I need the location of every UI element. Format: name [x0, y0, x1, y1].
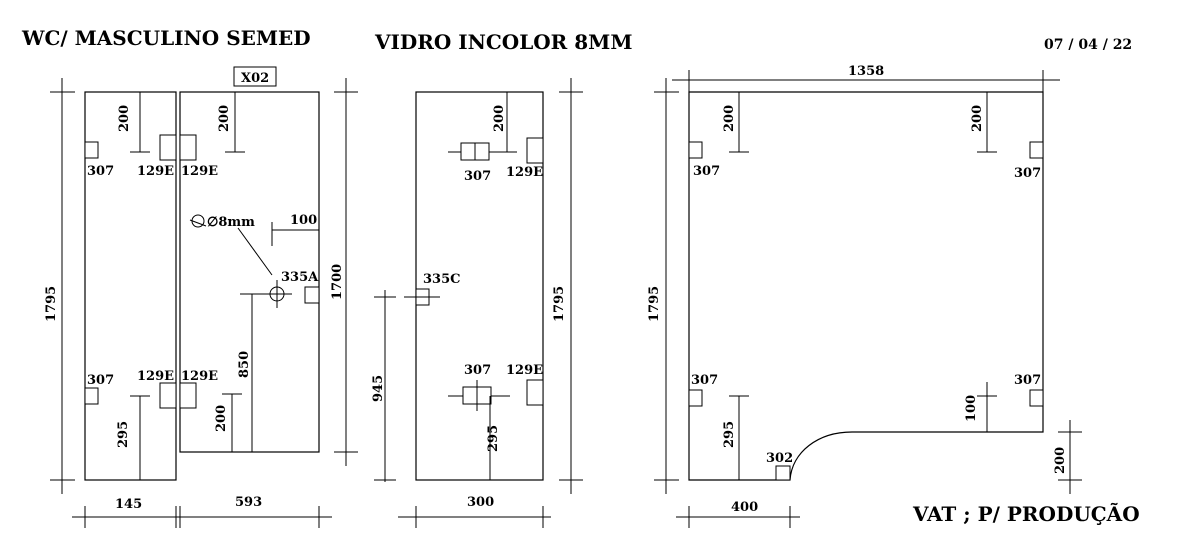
hw-129e-top-label: 129E	[506, 165, 543, 180]
door-bottom-offset-label: 200	[214, 405, 229, 432]
hw-129e-bottom-label: 129E	[506, 363, 543, 378]
hw-129e-door-bottom-label: 129E	[181, 369, 218, 384]
hw-335c-label: 335C	[423, 272, 460, 287]
total-height-label: 1795	[44, 286, 59, 322]
door-top-offset-label: 200	[217, 105, 232, 132]
panel-tag-label: X02	[241, 71, 269, 86]
hw-307-top-left-label: 307	[693, 164, 720, 179]
handle-offset-label: 100	[290, 213, 317, 228]
title-left: WC/ MASCULINO SEMED	[21, 26, 311, 50]
hw-307-bottom-label: 307	[464, 363, 491, 378]
panel-3-bottom-right-offset-label: 100	[964, 395, 979, 422]
panel-3-top-left-offset-label: 200	[722, 105, 737, 132]
title-center: VIDRO INCOLOR 8MM	[374, 30, 632, 54]
panel-3-bottom-left-offset-label: 295	[722, 421, 737, 448]
clamp-129e-top	[526, 137, 544, 164]
panel-2-lock-height-label: 945	[371, 375, 386, 402]
fixed-width-label: 145	[115, 497, 142, 512]
date-label: 07 / 04 / 22	[1044, 37, 1132, 53]
panel-2-outline	[415, 91, 544, 481]
footer-note: VAT ; P/ PRODUÇÃO	[912, 502, 1140, 526]
corner-302	[775, 465, 791, 481]
dimension-widths: 145 593	[72, 495, 332, 528]
fixed-panel-outline	[84, 91, 177, 481]
clamp-129e-fixed-bottom	[159, 382, 177, 409]
panel-3-top-right-offset-label: 200	[970, 105, 985, 132]
panel-3-outline	[688, 91, 1044, 481]
panel-2-height-label: 1795	[552, 286, 567, 322]
panel-3-notch-height-label: 200	[1053, 447, 1068, 474]
panel-group-1: X02 1795 1700 145 593 200	[44, 66, 358, 528]
hole-leader-line	[237, 227, 273, 276]
hw-307-top-label: 307	[464, 169, 491, 184]
panel-2-top-offset-label: 200	[492, 105, 507, 132]
panel-group-3: 302 1358 1795 400 200 200 200 307 307	[647, 64, 1082, 528]
panel-2-width-label: 300	[467, 495, 494, 510]
hw-307-fixed-bottom-label: 307	[87, 373, 114, 388]
hinge-307-top-right	[1029, 141, 1044, 159]
hole-diameter-icon	[191, 214, 205, 228]
fixed-top-offset-label: 200	[117, 105, 132, 132]
fixed-bottom-offset-label: 295	[116, 421, 131, 448]
door-panel-outline	[179, 91, 320, 453]
hinge-307-top-left	[688, 141, 703, 159]
hinge-307-fixed-top	[84, 141, 99, 159]
hinge-307-bottom-right	[1029, 389, 1044, 407]
dimension-door-height: 1700	[330, 78, 358, 466]
panel-2-bottom-offset-label: 295	[486, 425, 501, 452]
hole-diameter-label: ∅8mm	[207, 215, 255, 230]
hw-129e-fixed-top-label: 129E	[137, 164, 174, 179]
hw-307-fixed-top-label: 307	[87, 164, 114, 179]
hw-129e-fixed-bottom-label: 129E	[137, 369, 174, 384]
hw-307-bottom-left-label: 307	[691, 373, 718, 388]
door-width-label: 593	[235, 495, 262, 510]
hw-129e-door-top-label: 129E	[181, 164, 218, 179]
panel-group-2: 1795 945 300 200 307 129E 335C 307 129E	[371, 78, 583, 528]
hw-307-top-right-label: 307	[1014, 166, 1041, 181]
clamp-129e-door-top	[179, 134, 197, 161]
lock-335a	[304, 286, 320, 304]
dimension-total-height: 1795	[44, 78, 75, 494]
panel-3-notch-width-label: 400	[731, 500, 758, 515]
hinge-307-fixed-bottom	[84, 387, 99, 405]
panel-3-width-label: 1358	[848, 64, 884, 79]
panel-3-height-label: 1795	[647, 286, 662, 322]
handle-height-label: 850	[237, 351, 252, 378]
hw-307-bottom-right-label: 307	[1014, 373, 1041, 388]
door-height-label: 1700	[330, 264, 345, 300]
panel-tag-box	[233, 66, 277, 87]
clamp-129e-door-bottom	[179, 382, 197, 409]
clamp-129e-bottom	[526, 379, 544, 406]
hw-302-label: 302	[766, 451, 793, 466]
clamp-129e-fixed-top	[159, 134, 177, 161]
hinge-307-bottom-left	[688, 389, 703, 407]
hw-335a-label: 335A	[281, 270, 319, 285]
